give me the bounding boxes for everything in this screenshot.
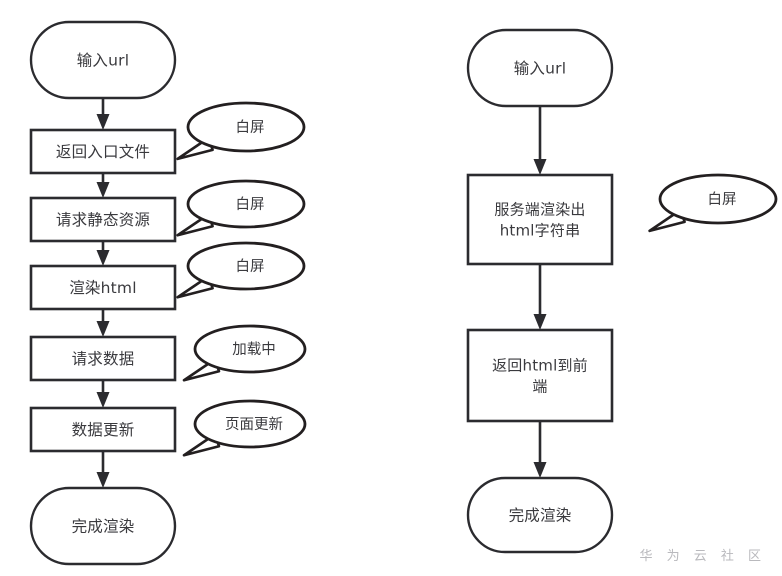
node-box-csr-step-4 <box>29 335 177 382</box>
connector-csr-arrow-5 <box>96 380 110 408</box>
connector-csr-arrow-2 <box>96 173 110 198</box>
node-label-csr-step-2: 请求静态资源 <box>56 211 150 229</box>
connector-arrowhead-csr-arrow-2 <box>96 182 110 198</box>
connector-ssr-arrow-2 <box>533 264 547 330</box>
callout-csr-callout-4: 加载中 <box>182 324 307 382</box>
callout-ellipse-ssr-callout-1 <box>658 173 778 225</box>
node-box-csr-step-2 <box>29 196 177 243</box>
node-box-csr-step-1 <box>29 128 177 175</box>
node-box-ssr-step-1 <box>466 173 614 266</box>
connector-arrowhead-csr-arrow-3 <box>96 250 110 266</box>
node-box-ssr-end <box>466 476 614 554</box>
node-label-csr-step-3: 渲染html <box>69 279 137 297</box>
callout-label-csr-callout-2: 白屏 <box>236 196 265 213</box>
node-label-csr-end: 完成渲染 <box>72 518 135 536</box>
node-label-ssr-start: 输入url <box>514 60 567 78</box>
connector-csr-arrow-6 <box>96 451 110 488</box>
callout-label-csr-callout-1: 白屏 <box>236 119 265 136</box>
connector-csr-arrow-4 <box>96 309 110 337</box>
callout-ellipse-csr-callout-3 <box>186 241 306 291</box>
node-label-ssr-end: 完成渲染 <box>509 507 572 525</box>
connector-arrowhead-csr-arrow-5 <box>96 392 110 408</box>
flow-node-csr-step-2: 请求静态资源 <box>29 196 177 243</box>
callout-ellipse-csr-callout-4 <box>193 324 307 374</box>
flow-node-ssr-start: 输入url <box>466 28 614 108</box>
node-label-csr-start: 输入url <box>77 52 130 70</box>
callout-ellipse-csr-callout-1 <box>186 101 306 153</box>
node-box-ssr-step-2 <box>466 328 614 423</box>
node-box-csr-start <box>29 20 177 100</box>
connector-csr-arrow-1 <box>96 98 110 130</box>
node-box-csr-step-5 <box>29 406 177 453</box>
callout-label-csr-callout-5: 页面更新 <box>225 416 283 433</box>
node-box-ssr-start <box>466 28 614 108</box>
callout-csr-callout-1: 白屏 <box>176 101 306 161</box>
node-label-csr-step-5: 数据更新 <box>72 421 135 439</box>
callout-ssr-callout-1: 白屏 <box>648 173 778 233</box>
connector-arrowhead-csr-arrow-6 <box>96 472 110 488</box>
flow-node-csr-step-3: 渲染html <box>29 264 177 311</box>
connector-ssr-arrow-3 <box>533 421 547 478</box>
node-label-csr-step-4: 请求数据 <box>72 350 135 368</box>
flow-node-csr-start: 输入url <box>29 20 177 100</box>
connector-arrowhead-ssr-arrow-3 <box>533 462 547 478</box>
callout-label-csr-callout-3: 白屏 <box>236 258 265 275</box>
flow-node-ssr-end: 完成渲染 <box>466 476 614 554</box>
flow-node-csr-step-4: 请求数据 <box>29 335 177 382</box>
callout-ellipse-csr-callout-2 <box>186 179 306 229</box>
flow-node-csr-end: 完成渲染 <box>29 486 177 566</box>
connector-arrowhead-csr-arrow-4 <box>96 321 110 337</box>
connector-arrowhead-csr-arrow-1 <box>96 114 110 130</box>
node-label-csr-step-1: 返回入口文件 <box>56 143 150 161</box>
callout-csr-callout-3: 白屏 <box>176 241 306 299</box>
flow-node-ssr-step-2: 返回html到前端 <box>466 328 614 423</box>
connector-csr-arrow-3 <box>96 241 110 266</box>
node-label-ssr-step-2: 返回html到前端 <box>492 356 588 395</box>
connector-arrowhead-ssr-arrow-1 <box>533 159 547 175</box>
watermark-label: 华 为 云 社 区 <box>639 549 766 564</box>
callout-label-csr-callout-4: 加载中 <box>232 341 276 358</box>
callout-ellipse-csr-callout-5 <box>193 399 307 449</box>
callout-label-ssr-callout-1: 白屏 <box>708 191 737 208</box>
callout-csr-callout-5: 页面更新 <box>182 399 307 457</box>
flow-node-csr-step-5: 数据更新 <box>29 406 177 453</box>
node-box-csr-step-3 <box>29 264 177 311</box>
node-box-csr-end <box>29 486 177 566</box>
connector-ssr-arrow-1 <box>533 106 547 175</box>
connector-arrowhead-ssr-arrow-2 <box>533 314 547 330</box>
flow-node-csr-step-1: 返回入口文件 <box>29 128 177 175</box>
callout-csr-callout-2: 白屏 <box>176 179 306 237</box>
